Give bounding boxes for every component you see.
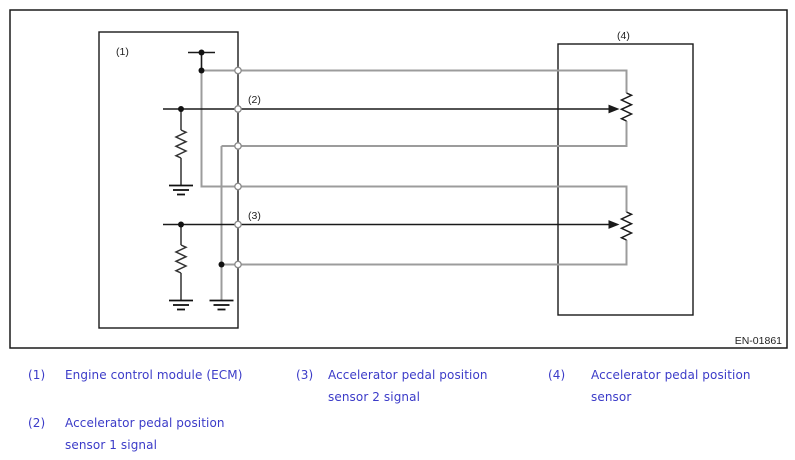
- ground-sensor-return-icon: [209, 299, 234, 311]
- legend-label-sensor-line1: Accelerator pedal position: [591, 368, 751, 382]
- label-signal1: (2): [248, 94, 261, 106]
- legend-number-2: (2): [28, 416, 46, 430]
- connector-terminal: [234, 66, 242, 75]
- wire-return-sensor1: [221, 121, 628, 147]
- legend-label-signal1-line2: sensor 1 signal: [65, 438, 158, 452]
- junction-dot: [218, 261, 225, 268]
- label-ecm: (1): [116, 46, 129, 58]
- ecm-connector-terminals: [234, 66, 242, 269]
- connector-terminal: [234, 220, 242, 229]
- signal2-arrowhead: [608, 220, 620, 229]
- signal1-arrowhead: [608, 104, 620, 114]
- ground-symbols: [169, 184, 234, 311]
- potentiometer1-zigzag: [619, 92, 634, 122]
- wire-power-sensor2: [200, 70, 628, 212]
- ecm-box: [98, 31, 239, 329]
- resistor2-zigzag: [174, 244, 188, 274]
- junction-dot: [198, 67, 205, 74]
- junction-dot: [198, 49, 205, 56]
- legend-label-signal1-line1: Accelerator pedal position: [65, 416, 225, 430]
- legend-label-signal2-line1: Accelerator pedal position: [328, 368, 488, 382]
- junction-dot: [178, 221, 184, 228]
- legend-number-4: (4): [548, 368, 566, 382]
- reference-code: EN-01861: [735, 335, 782, 347]
- legend-number-3: (3): [296, 368, 314, 382]
- connector-terminal: [234, 142, 242, 150]
- ecm-resistor1: [174, 109, 188, 186]
- connector-terminal: [234, 260, 242, 269]
- ground-resistor1-icon: [169, 184, 193, 196]
- legend-label-signal2-line2: sensor 2 signal: [328, 390, 421, 404]
- pedal-sensor-box: [557, 43, 694, 316]
- circuit-diagram: (1) (4) (2) (3) EN-01861: [9, 9, 788, 349]
- connector-terminal: [234, 105, 242, 113]
- potentiometer2-zigzag: [619, 211, 634, 241]
- diagram-frame: [9, 9, 788, 349]
- legend-label-sensor-line2: sensor: [591, 390, 632, 404]
- resistor1-zigzag: [174, 129, 188, 159]
- wire-power-sensor1: [201, 69, 628, 93]
- legend-number-1: (1): [28, 368, 46, 382]
- label-sensor: (4): [617, 30, 630, 42]
- wire-harness: [200, 69, 628, 301]
- wire-return-sensor2: [221, 240, 628, 266]
- junction-dot: [178, 106, 184, 112]
- ecm-resistor2: [174, 224, 188, 301]
- connector-terminal: [234, 182, 242, 191]
- label-signal2: (3): [248, 210, 261, 222]
- ground-resistor2-icon: [169, 299, 193, 311]
- legend-label-ecm: Engine control module (ECM): [65, 368, 243, 382]
- junction-dots: [178, 49, 225, 268]
